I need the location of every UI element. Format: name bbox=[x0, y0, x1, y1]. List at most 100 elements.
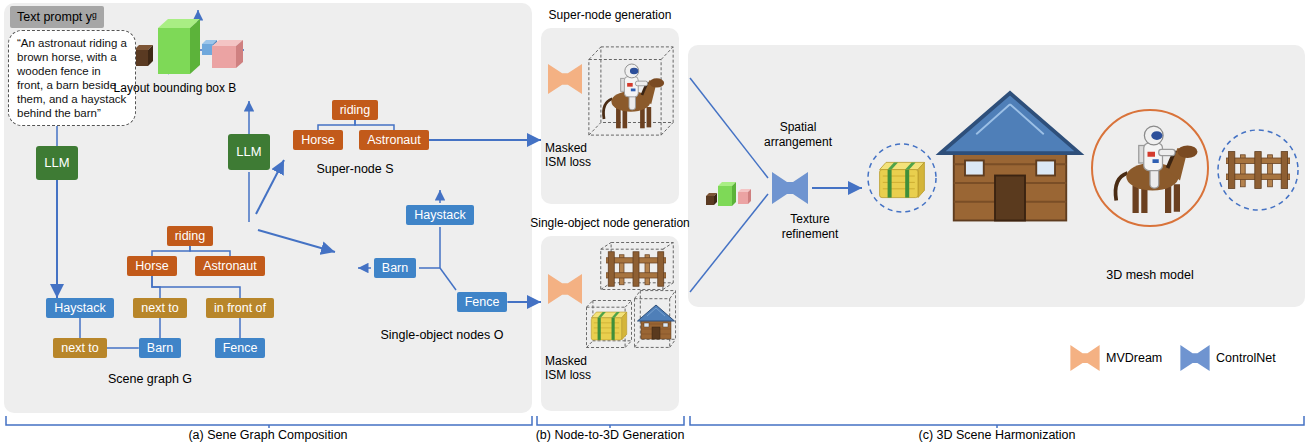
relation-box: next to bbox=[53, 338, 107, 358]
connector bbox=[239, 318, 241, 338]
prompt-header: Text prompt yᵍ bbox=[10, 6, 104, 28]
figure-label: Scene graph G bbox=[108, 372, 192, 387]
panel-background bbox=[541, 236, 679, 411]
bounding-cube bbox=[634, 291, 675, 348]
connector bbox=[507, 301, 541, 303]
node-text: in front of bbox=[214, 298, 266, 318]
connector bbox=[56, 126, 58, 146]
legend-entry: ControlNet bbox=[1180, 345, 1276, 371]
layout-box bbox=[748, 189, 751, 204]
layout-box bbox=[706, 196, 714, 205]
relation-box: in front of bbox=[206, 298, 274, 318]
flow-arrow bbox=[258, 230, 335, 252]
legend-text: MVDream bbox=[1106, 351, 1162, 365]
legend-swatch-shape bbox=[1070, 345, 1099, 371]
node-text: Text prompt yᵍ bbox=[17, 6, 97, 28]
layout-box bbox=[148, 45, 153, 66]
loss-label: Masked ISM loss bbox=[545, 354, 597, 382]
layout-box bbox=[732, 182, 736, 206]
fence-model bbox=[1226, 152, 1290, 189]
object-ring bbox=[868, 144, 936, 212]
super-node-box: Astronaut bbox=[195, 256, 265, 276]
super-node-box: riding bbox=[167, 226, 214, 246]
node-text: riding bbox=[175, 226, 206, 246]
node-text: Haystack bbox=[414, 205, 465, 225]
panel-caption: (a) Sene Graph Composition bbox=[188, 428, 347, 443]
node-text: LLM bbox=[36, 146, 78, 180]
connector bbox=[56, 180, 58, 298]
panel-heading: Super-node generation bbox=[549, 8, 672, 23]
mvdream-icon bbox=[548, 274, 582, 304]
connector bbox=[159, 318, 161, 338]
layout-box bbox=[190, 19, 200, 74]
node-text: next to bbox=[141, 298, 179, 318]
flow-line bbox=[248, 172, 250, 222]
mvdream-icon bbox=[548, 64, 582, 94]
object-box: Haystack bbox=[46, 298, 113, 318]
connector bbox=[152, 246, 190, 256]
connector bbox=[79, 318, 81, 338]
generation-panel: Single-object node generationMasked ISM … bbox=[541, 236, 679, 411]
object-ring bbox=[1218, 130, 1298, 210]
controlnet-icon bbox=[772, 172, 808, 204]
connector bbox=[429, 139, 541, 141]
super-node-box: Horse bbox=[293, 130, 342, 150]
object-box: Barn bbox=[374, 258, 416, 278]
panel-caption: (c) 3D Scene Harmonization bbox=[918, 428, 1075, 443]
llm-box: LLM bbox=[228, 134, 270, 170]
connector bbox=[107, 347, 139, 349]
generation-panel: Super-node generationMasked ISM loss bbox=[541, 28, 679, 204]
layout-box bbox=[714, 193, 717, 205]
loss-label: Masked ISM loss bbox=[545, 141, 597, 169]
layout-box bbox=[158, 28, 190, 74]
connector bbox=[355, 120, 394, 130]
fence-model bbox=[606, 252, 666, 287]
figure-label: Layout bounding box B bbox=[114, 81, 237, 96]
object-box: Fence bbox=[215, 338, 266, 358]
layout-box bbox=[212, 46, 236, 68]
super-node-box: Astronaut bbox=[359, 130, 429, 150]
node-text: “An astronaut riding a brown horse, with… bbox=[17, 36, 127, 120]
node-text: LLM bbox=[228, 134, 270, 170]
relation-box: next to bbox=[133, 298, 187, 318]
step-label: Texture refinement bbox=[768, 212, 852, 242]
bounding-cube bbox=[601, 242, 674, 289]
object-box: Barn bbox=[139, 338, 181, 358]
bracket bbox=[537, 416, 684, 428]
flow-arrow bbox=[248, 101, 250, 134]
legend-swatch-shape bbox=[1180, 345, 1209, 371]
axis-arrow bbox=[358, 267, 371, 269]
node-text: Horse bbox=[301, 130, 334, 150]
legend-swatch bbox=[1180, 345, 1210, 371]
connector bbox=[318, 120, 355, 130]
super-node-box: Horse bbox=[127, 256, 176, 276]
figure-label: 3D mesh model bbox=[1106, 268, 1194, 283]
figure-label: Super-node S bbox=[316, 162, 393, 177]
astronaut-horse bbox=[603, 64, 664, 128]
node-text: Fence bbox=[223, 338, 258, 358]
axis-arrow bbox=[439, 190, 441, 203]
panel-background bbox=[4, 3, 532, 413]
figure-label: Single-object nodes O bbox=[381, 328, 504, 343]
barn-model bbox=[941, 93, 1080, 221]
node-text: Haystack bbox=[54, 298, 105, 318]
node-text: Fence bbox=[465, 292, 500, 312]
haystack-model bbox=[880, 162, 925, 197]
panel-heading: Single-object node generation bbox=[530, 216, 689, 231]
flow-arrow bbox=[812, 187, 862, 189]
barn-model bbox=[638, 305, 675, 339]
legend-swatch bbox=[1070, 345, 1100, 371]
connector bbox=[190, 246, 230, 256]
bounding-cube bbox=[586, 300, 631, 347]
bounding-cube bbox=[589, 47, 673, 135]
layout-box bbox=[738, 192, 748, 204]
node-text: next to bbox=[61, 338, 99, 358]
llm-box: LLM bbox=[36, 146, 78, 180]
panel-background bbox=[541, 28, 679, 204]
node-text: riding bbox=[340, 100, 371, 120]
layout-box bbox=[202, 44, 213, 55]
layout-box bbox=[718, 186, 732, 206]
object-box: Haystack bbox=[406, 205, 473, 225]
panel-caption: (b) Node-to-3D Generation bbox=[536, 428, 685, 443]
